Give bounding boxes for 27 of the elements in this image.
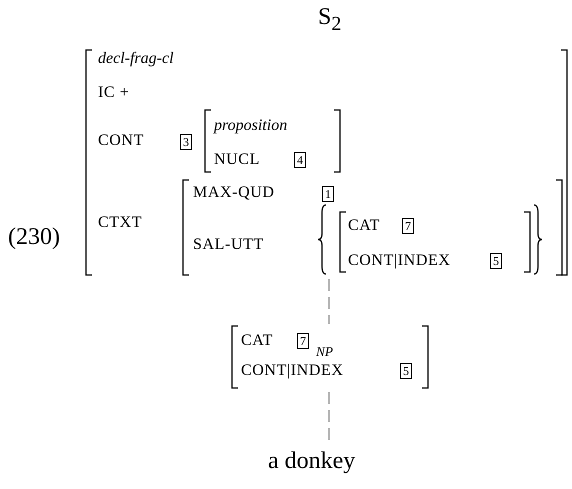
boxed-tag: 5 xyxy=(400,363,412,379)
feature-label: CONT|INDEX xyxy=(348,252,451,270)
boxed-tag: 3 xyxy=(180,134,192,150)
subscript-label: NP xyxy=(316,343,334,360)
boxed-tag: 5 xyxy=(490,253,502,269)
example-number: (230) xyxy=(8,224,60,250)
feature-label: IC + xyxy=(98,84,130,102)
type-label: decl-frag-cl xyxy=(98,50,174,68)
attribute-value-matrix xyxy=(232,326,429,390)
category-label: S$_{2}$ xyxy=(318,4,342,35)
attribute-value-matrix xyxy=(205,110,341,172)
dashed-line xyxy=(328,278,330,324)
feature-label: CONT xyxy=(98,132,144,150)
type-label: proposition xyxy=(214,117,288,135)
feature-label: NUCL xyxy=(214,151,260,169)
feature-label: CAT xyxy=(348,217,380,235)
feature-label: CAT xyxy=(241,332,274,350)
feature-label: MAX-QUD xyxy=(193,184,275,202)
boxed-tag: 4 xyxy=(294,152,306,168)
boxed-tag: 7 xyxy=(402,218,414,234)
feature-label: CONT|INDEX xyxy=(241,362,344,380)
feature-label: CTXT xyxy=(98,214,142,232)
boxed-tag: 1 xyxy=(322,186,334,202)
attribute-value-matrix xyxy=(183,180,563,276)
boxed-tag: 7 xyxy=(297,333,309,349)
word-text: a donkey xyxy=(268,448,356,474)
feature-label: SAL-UTT xyxy=(193,236,264,254)
